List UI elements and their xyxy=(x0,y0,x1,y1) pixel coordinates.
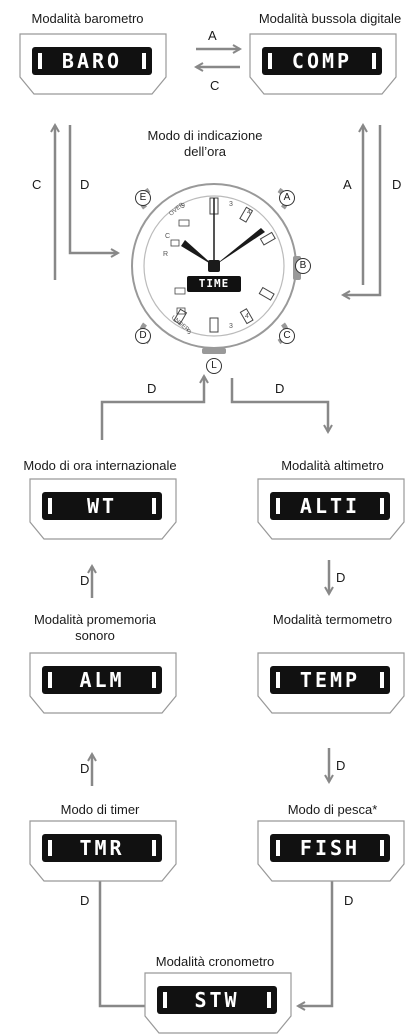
fish-display-panel: FISH xyxy=(256,820,406,882)
svg-text:9: 9 xyxy=(187,329,191,336)
button-b-icon[interactable]: B xyxy=(295,258,311,274)
alti-mode-label: Modalità altimetro xyxy=(281,458,384,473)
comp-display-panel: COMP xyxy=(248,33,398,95)
alti-display-code: ALTI xyxy=(299,494,361,518)
tmr-mode-label: Modo di timer xyxy=(60,802,140,817)
arrow-label-c: C xyxy=(32,177,42,192)
temp-display-panel: TEMP xyxy=(256,652,406,714)
stw-display-code: STW xyxy=(194,988,240,1012)
fish-display-code: FISH xyxy=(299,836,361,860)
button-l-icon[interactable]: L xyxy=(206,358,222,374)
svg-text:9: 9 xyxy=(181,203,185,210)
time-display-code: TIME xyxy=(187,276,241,292)
arrow-label-d: D xyxy=(80,893,90,908)
arrow-label-c: C xyxy=(210,78,220,93)
button-d-icon[interactable]: D xyxy=(135,328,151,344)
arrow-label-a: A xyxy=(208,28,217,43)
arrow-label-d: D xyxy=(392,177,402,192)
svg-text:4: 4 xyxy=(245,313,249,320)
alm-display-panel: ALM xyxy=(28,652,178,714)
arrow-label-d: D xyxy=(336,758,346,773)
wt-mode-label: Modo di ora internazionale xyxy=(23,458,177,473)
alti-display-panel: ALTI xyxy=(256,478,406,540)
svg-text:4: 4 xyxy=(247,209,251,216)
tmr-display-panel: TMR xyxy=(28,820,178,882)
arrow-label-a: A xyxy=(343,177,352,192)
wt-display-panel: WT xyxy=(28,478,178,540)
comp-display-code: COMP xyxy=(291,49,353,73)
arrow-label-d: D xyxy=(344,893,354,908)
svg-text:C: C xyxy=(165,233,170,240)
baro-display-panel: BARO xyxy=(18,33,168,95)
svg-text:3: 3 xyxy=(229,201,233,208)
button-a-icon[interactable]: A xyxy=(279,190,295,206)
arrow-label-d: D xyxy=(336,570,346,585)
arrow-label-d: D xyxy=(80,573,90,588)
baro-display-code: BARO xyxy=(61,49,123,73)
time-mode-label: Modo di indicazione dell’ora xyxy=(147,128,263,159)
comp-mode-label: Modalità bussola digitale xyxy=(258,11,402,26)
svg-text:R: R xyxy=(163,251,168,258)
fish-mode-label: Modo di pesca* xyxy=(287,802,378,817)
button-e-icon[interactable]: E xyxy=(135,190,151,206)
svg-text:3: 3 xyxy=(229,323,233,330)
tmr-display-code: TMR xyxy=(79,836,125,860)
button-c-icon[interactable]: C xyxy=(279,328,295,344)
alm-display-code: ALM xyxy=(79,668,125,692)
alm-mode-label: Modalità promemoria sonoro xyxy=(33,612,157,643)
stw-mode-label: Modalità cronometro xyxy=(155,954,275,969)
arrow-label-d: D xyxy=(80,761,90,776)
arrow-label-d: D xyxy=(275,381,285,396)
temp-mode-label: Modalità termometro xyxy=(272,612,393,627)
temp-display-code: TEMP xyxy=(299,668,361,692)
arrow-label-d: D xyxy=(147,381,157,396)
baro-mode-label: Modalità barometro xyxy=(31,11,144,26)
arrow-label-d: D xyxy=(80,177,90,192)
stw-display-panel: STW xyxy=(143,972,293,1034)
wt-display-code: WT xyxy=(86,494,118,518)
